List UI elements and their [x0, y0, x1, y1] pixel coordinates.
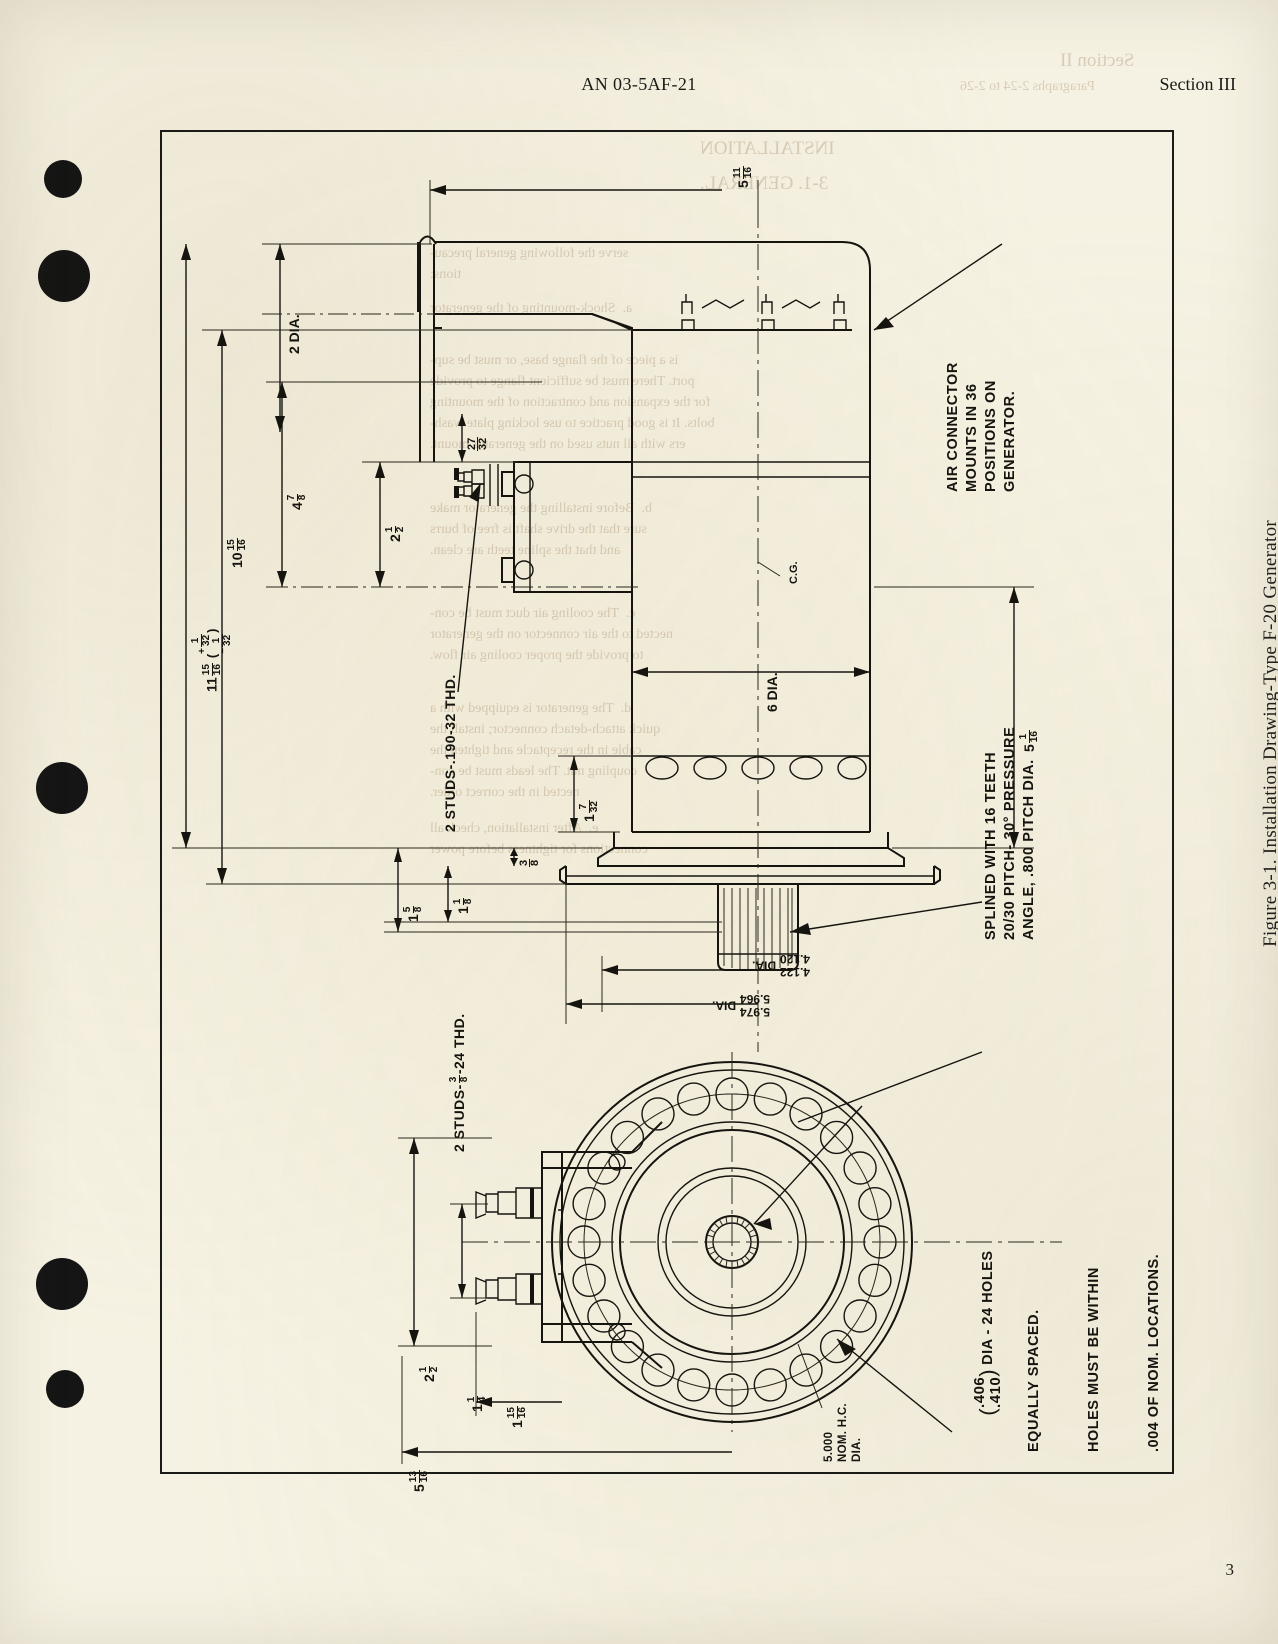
page-number: 3	[1225, 1560, 1235, 1579]
punch-hole	[38, 250, 90, 302]
hole-note-line4: .004 OF NOM. LOCATIONS.	[1146, 1253, 1162, 1452]
page-header-section: Section III	[1159, 74, 1236, 94]
hole-tol-max: .406	[971, 1376, 988, 1408]
note-hc-dia: 5.000 NOM. H.C. DIA.	[823, 1403, 863, 1462]
hole-tol-min: .410	[987, 1376, 1004, 1408]
generator-side-elevation	[172, 180, 1034, 1052]
center-of-gravity-label: C.G.	[788, 561, 800, 584]
hole-note-line3: HOLES MUST BE WITHIN	[1086, 1267, 1102, 1452]
note-air-connector: AIR CONNECTOR MOUNTS IN 36 POSITIONS ON …	[945, 362, 1018, 492]
generator-end-view	[398, 1051, 1062, 1464]
note-spline: SPLINED WITH 16 TEETH 20/30 PITCH- 30° P…	[983, 726, 1037, 940]
dimension-2-dia: 2 DIA.	[286, 314, 302, 354]
punch-hole	[36, 1258, 88, 1310]
note-bolt-holes: ( .406 .410 ) DIA - 24 HOLES EQUALLY SPA…	[971, 1250, 1162, 1452]
hole-note-line1: DIA - 24 HOLES	[980, 1250, 996, 1365]
page-header-title: AN 03-5AF-21	[581, 74, 697, 94]
hole-note-line2: EQUALLY SPACED.	[1026, 1309, 1042, 1452]
figure-caption: Figure 3-1. Installation Drawing-Type F-…	[1260, 520, 1278, 947]
punch-hole	[44, 160, 82, 198]
note-studs-190: 2 STUDS-.190-32 THD.	[442, 674, 458, 832]
punch-hole	[36, 762, 88, 814]
punch-hole	[46, 1370, 84, 1408]
ghost-text: Section II	[1060, 50, 1135, 71]
dimension-body-6-dia: 6 DIA.	[764, 672, 780, 712]
